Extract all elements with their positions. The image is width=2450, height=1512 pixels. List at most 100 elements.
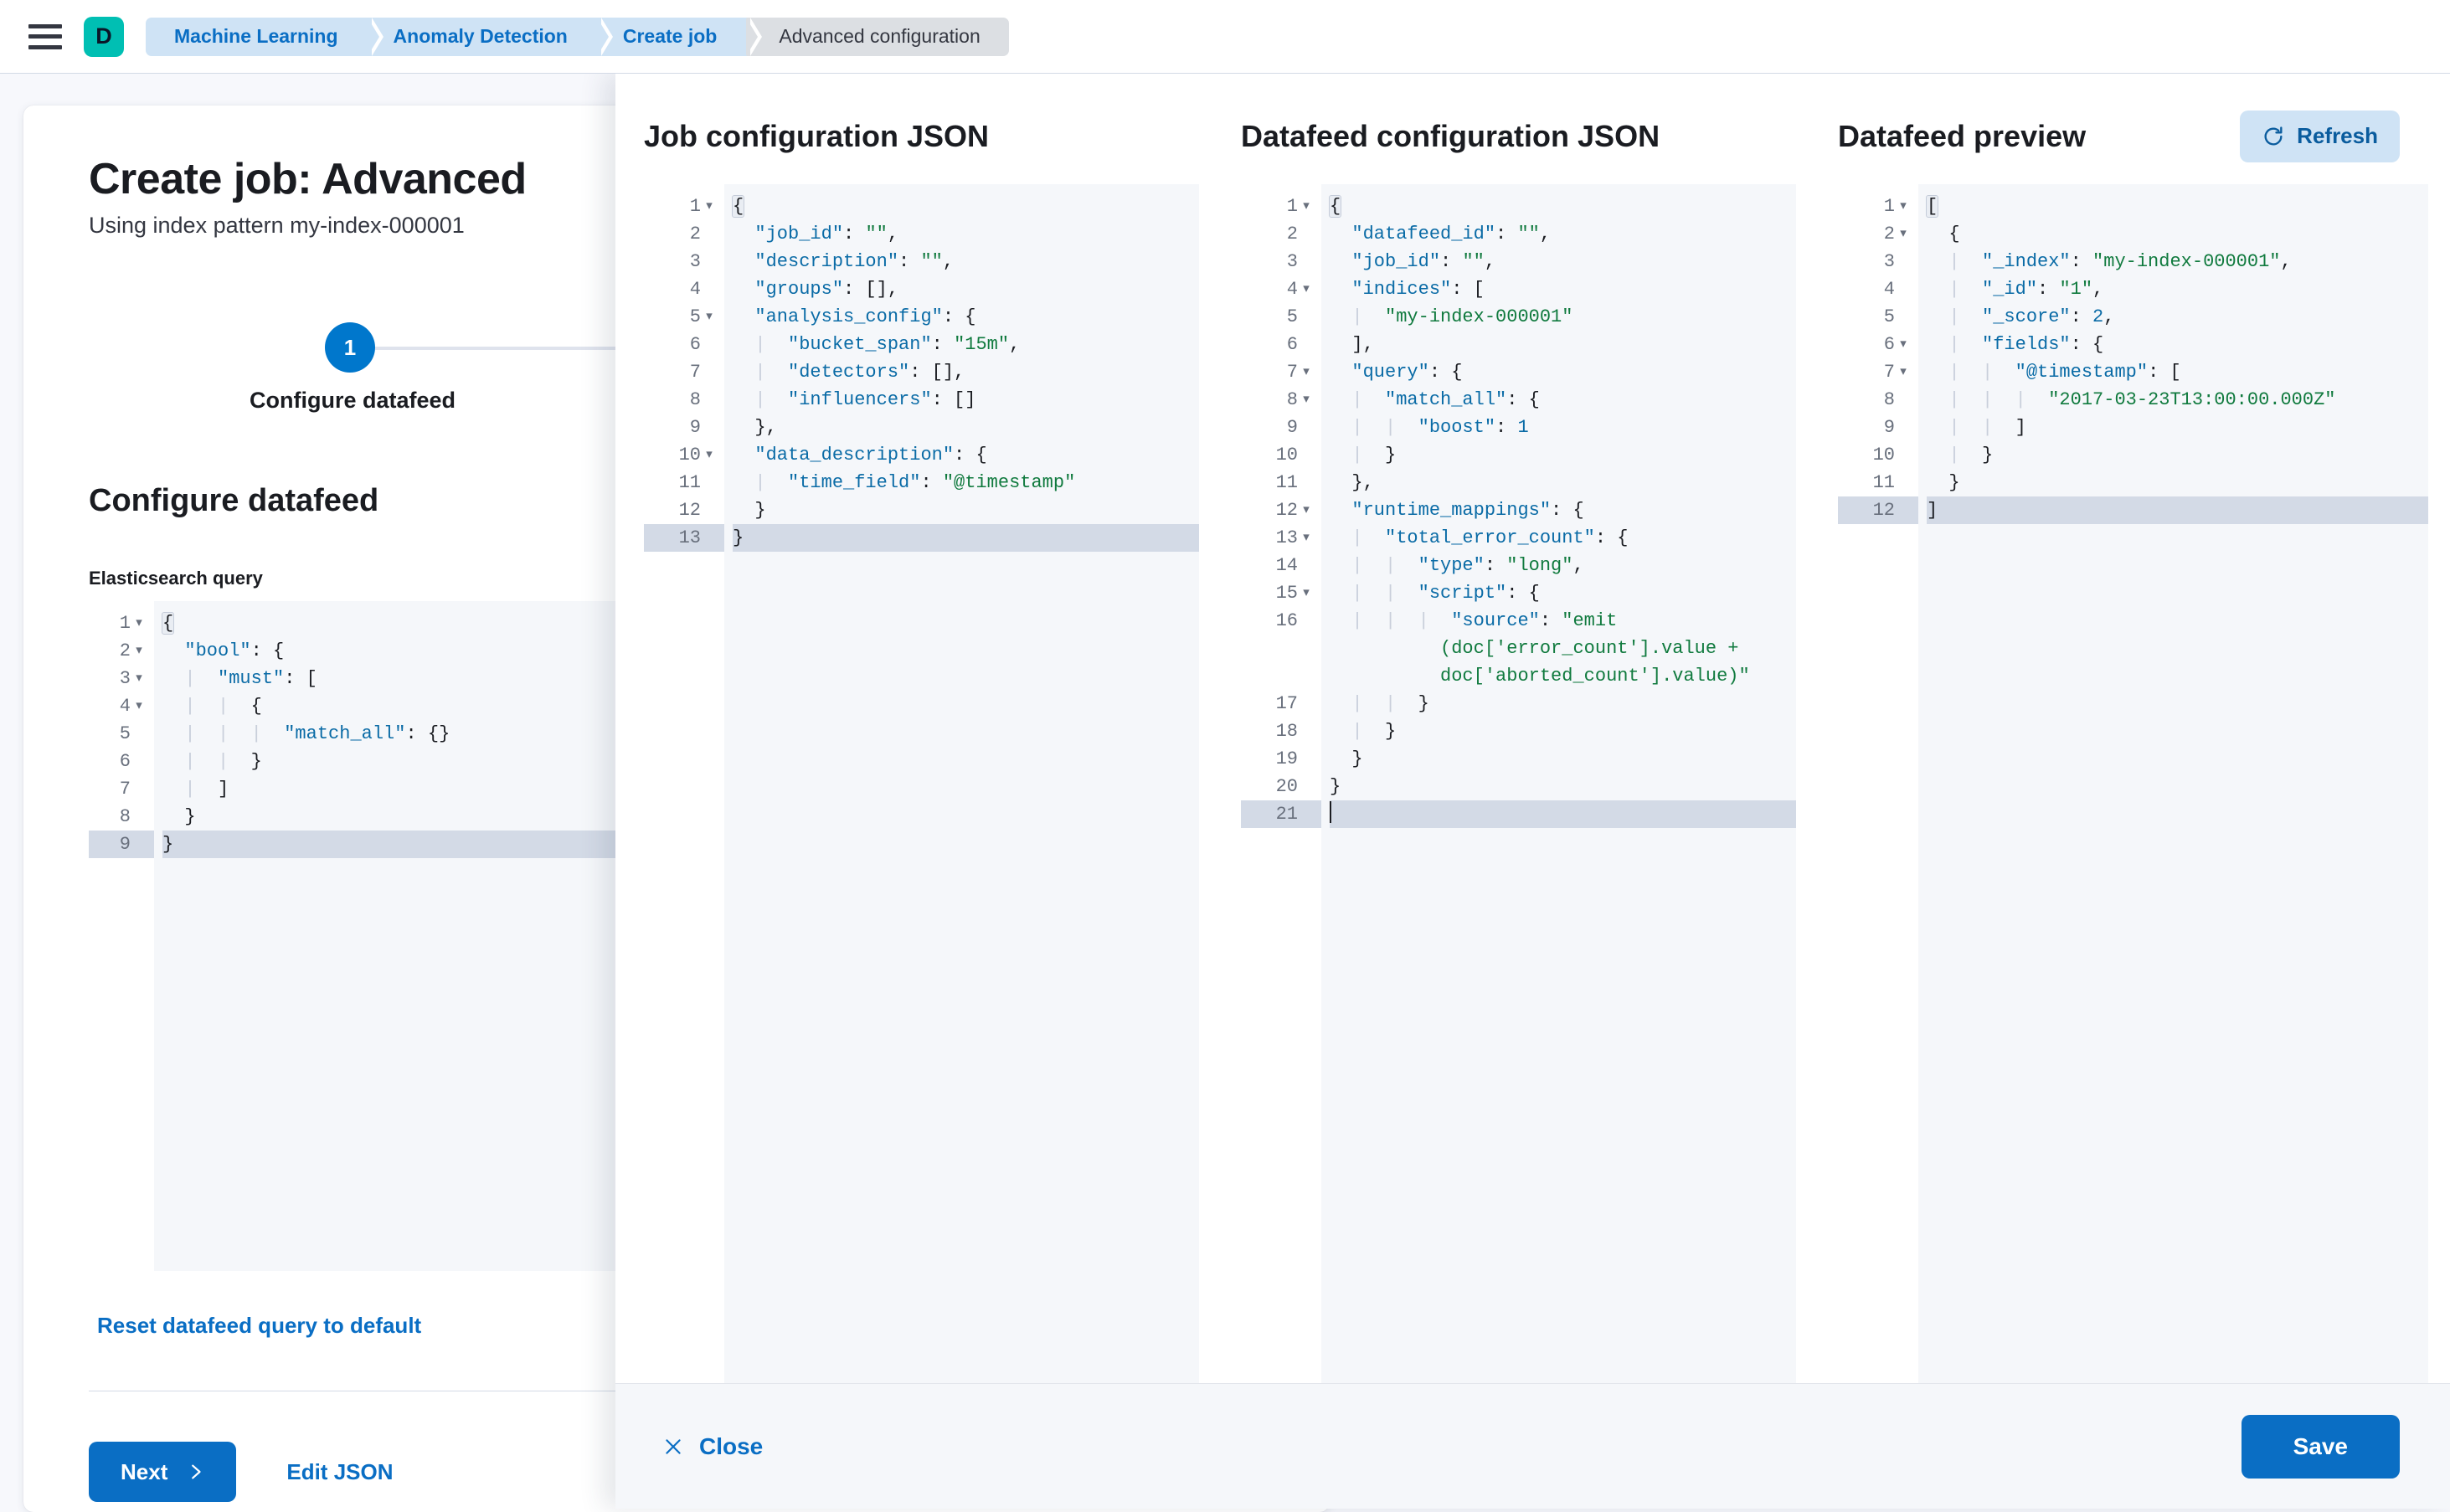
- editor-line-number: 13▾: [1275, 527, 1310, 548]
- editor-code-line[interactable]: "job_id": "",: [1351, 250, 1496, 272]
- editor-code-line[interactable]: | }: [1351, 720, 1397, 742]
- refresh-button[interactable]: Refresh: [2240, 110, 2400, 162]
- editor-code-line[interactable]: | | | "source": "emit (doc['error_count'…: [1351, 609, 1750, 687]
- editor-code-line[interactable]: | | | "2017-03-23T13:00:00.000Z": [1948, 388, 2336, 410]
- editor-code-line[interactable]: | "_index": "my-index-000001",: [1948, 250, 2292, 272]
- editor-line-number-continuation: [1241, 635, 1321, 662]
- editor-line-number: 2▾: [689, 223, 701, 244]
- hamburger-bar: [28, 34, 62, 39]
- editor-code-line[interactable]: | "detectors": [],: [754, 361, 965, 383]
- editor-line-number: 11▾: [1872, 471, 1895, 493]
- editor-code-line[interactable]: | | ]: [1948, 416, 2026, 438]
- editor-code-line[interactable]: | "_id": "1",: [1948, 278, 2104, 300]
- editor-code-line[interactable]: }: [733, 523, 1199, 552]
- editor-code-line[interactable]: | "fields": {: [1948, 333, 2104, 355]
- editor-line-number: 8▾: [1286, 388, 1310, 410]
- editor-code-line[interactable]: | | }: [1351, 692, 1429, 714]
- editor-code-line[interactable]: | "my-index-000001": [1351, 306, 1573, 327]
- breadcrumb-label: Create job: [622, 25, 718, 47]
- datafeed-configuration-json-editor[interactable]: 1▾2▾3▾4▾5▾6▾7▾8▾9▾10▾11▾12▾13▾14▾15▾16▾1…: [1241, 183, 1796, 1383]
- editor-code-line[interactable]: "description": "",: [754, 250, 955, 272]
- flyout-column-datafeed-configuration: Datafeed configuration JSON 1▾2▾3▾4▾5▾6▾…: [1212, 107, 1809, 1383]
- editor-line-number: 11▾: [678, 471, 701, 493]
- editor-code-line[interactable]: | | "script": {: [1351, 582, 1540, 604]
- editor-line-number: 5▾: [1286, 306, 1298, 327]
- editor-code-line[interactable]: },: [754, 416, 777, 438]
- editor-code-line[interactable]: "indices": [: [1351, 278, 1485, 300]
- breadcrumb-item-create-job[interactable]: Create job: [597, 17, 763, 56]
- editor-code-line[interactable]: "datafeed_id": "",: [1351, 223, 1552, 244]
- editor-gutter: 1▾2▾3▾4▾5▾6▾7▾8▾9▾10▾11▾12▾13▾: [644, 183, 724, 1383]
- editor-code-line[interactable]: | ]: [184, 779, 229, 800]
- editor-code-line[interactable]: "runtime_mappings": {: [1351, 499, 1584, 521]
- hamburger-menu-icon[interactable]: [28, 23, 62, 49]
- editor-code-line[interactable]: "job_id": "",: [754, 223, 899, 244]
- editor-line-number: 10▾: [1275, 444, 1298, 465]
- hamburger-bar: [28, 23, 62, 28]
- save-button[interactable]: Save: [2241, 1414, 2400, 1479]
- editor-code-line[interactable]: | "match_all": {: [1351, 388, 1540, 410]
- job-configuration-json-editor[interactable]: 1▾2▾3▾4▾5▾6▾7▾8▾9▾10▾11▾12▾13▾ { "job_id…: [644, 183, 1199, 1383]
- editor-line-number: 5▾: [689, 306, 713, 327]
- editor-code-line[interactable]: "data_description": {: [754, 444, 987, 465]
- next-button[interactable]: Next: [89, 1442, 237, 1502]
- avatar[interactable]: D: [84, 16, 124, 57]
- reset-datafeed-query-link[interactable]: Reset datafeed query to default: [97, 1313, 422, 1338]
- editor-line-number: 3▾: [689, 250, 701, 272]
- editor-line-number: 5▾: [1883, 306, 1895, 327]
- breadcrumb-label: Advanced configuration: [779, 25, 981, 47]
- editor-code-line[interactable]: {: [161, 612, 175, 635]
- editor-code-line[interactable]: ]: [1927, 496, 2428, 524]
- editor-code-line[interactable]: | "_score": 2,: [1948, 306, 2115, 327]
- editor-line-number: 18▾: [1275, 720, 1298, 742]
- edit-json-link[interactable]: Edit JSON: [286, 1458, 394, 1484]
- editor-line-number: 1▾: [1286, 195, 1310, 217]
- editor-code-line[interactable]: }: [184, 806, 196, 827]
- editor-content[interactable]: [ { | "_index": "my-index-000001", | "_i…: [1918, 184, 2428, 1383]
- editor-code-line[interactable]: }: [1330, 775, 1341, 797]
- breadcrumb-item-anomaly-detection[interactable]: Anomaly Detection: [368, 17, 614, 56]
- breadcrumb-item-advanced-configuration[interactable]: Advanced configuration: [747, 17, 1009, 56]
- editor-content[interactable]: { "datafeed_id": "", "job_id": "", "indi…: [1321, 184, 1796, 1383]
- editor-code-line[interactable]: | "influencers": []: [754, 388, 976, 410]
- editor-code-line[interactable]: | "time_field": "@timestamp": [754, 471, 1076, 493]
- editor-code-line[interactable]: }: [754, 499, 766, 521]
- editor-code-line[interactable]: {: [1948, 223, 1960, 244]
- datafeed-preview-title: Datafeed preview: [1838, 118, 2087, 153]
- editor-code-line[interactable]: | | "boost": 1: [1351, 416, 1529, 438]
- page-title: Create job: Advanced: [89, 155, 527, 203]
- editor-code-line[interactable]: "groups": [],: [754, 278, 899, 300]
- editor-code-line[interactable]: {: [731, 194, 745, 218]
- datafeed-preview-editor[interactable]: 1▾2▾3▾4▾5▾6▾7▾8▾9▾10▾11▾12▾ [ { | "_inde…: [1838, 183, 2428, 1383]
- editor-code-line[interactable]: | | "@timestamp": [: [1948, 361, 2181, 383]
- close-button[interactable]: Close: [662, 1433, 763, 1460]
- editor-code-line[interactable]: [1330, 800, 1796, 828]
- editor-code-line[interactable]: | "bucket_span": "15m",: [754, 333, 1021, 355]
- editor-code-line[interactable]: | "must": [: [184, 668, 317, 689]
- editor-code-line[interactable]: | | {: [184, 696, 262, 717]
- editor-code-line[interactable]: ],: [1351, 333, 1374, 355]
- save-button-label: Save: [2293, 1432, 2348, 1459]
- editor-code-line[interactable]: | | }: [184, 751, 262, 772]
- breadcrumb-item-machine-learning[interactable]: Machine Learning: [146, 17, 383, 56]
- editor-code-line[interactable]: }: [1948, 471, 1960, 493]
- editor-code-line[interactable]: | }: [1948, 444, 1994, 465]
- editor-code-line[interactable]: }: [1351, 748, 1363, 769]
- editor-code-line[interactable]: | }: [1351, 444, 1397, 465]
- editor-code-line[interactable]: },: [1351, 471, 1374, 493]
- editor-line-number: 5▾: [119, 723, 131, 744]
- editor-content[interactable]: { "job_id": "", "description": "", "grou…: [724, 184, 1199, 1383]
- editor-code-line[interactable]: [: [1925, 194, 1939, 218]
- stepper-step-1[interactable]: 1: [325, 322, 375, 373]
- editor-line-number: 3▾: [1883, 250, 1895, 272]
- editor-line-number: 21▾: [1241, 800, 1321, 828]
- editor-code-line[interactable]: | | | "match_all": {}: [184, 723, 450, 744]
- editor-code-line[interactable]: | | "type": "long",: [1351, 554, 1584, 576]
- editor-code-line[interactable]: "bool": {: [184, 640, 285, 661]
- editor-code-line[interactable]: | "total_error_count": {: [1351, 527, 1629, 548]
- editor-line-number: 6▾: [1286, 333, 1298, 355]
- editor-code-line[interactable]: "analysis_config": {: [754, 306, 976, 327]
- editor-code-line[interactable]: "query": {: [1351, 361, 1463, 383]
- editor-line-number: 1▾: [689, 195, 713, 217]
- editor-code-line[interactable]: {: [1328, 194, 1342, 218]
